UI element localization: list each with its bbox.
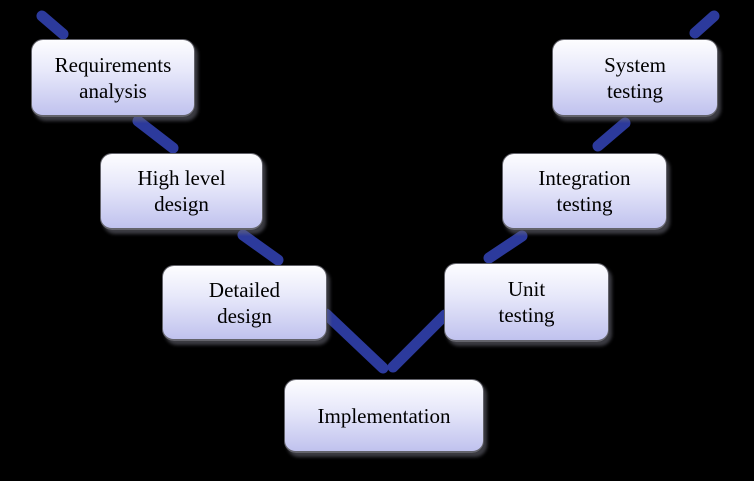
node-label-line: testing [498, 303, 555, 327]
node-label-line: analysis [79, 78, 147, 103]
node-label-line: Implementation [317, 403, 451, 428]
node-label-line: Requirements [54, 52, 172, 77]
node-label-line: testing [607, 78, 663, 103]
connector-implementation-to-unit [387, 309, 451, 373]
connector-out-of-system [689, 10, 720, 39]
connector-into-requirements [36, 10, 69, 40]
connector-unit-to-integration [483, 230, 528, 264]
connector-integration-to-system [592, 117, 631, 152]
connector-detailed-to-implementation [320, 308, 389, 374]
node-label-line: Detailed [208, 277, 281, 302]
node-label-line: Integration [538, 166, 631, 190]
connector-requirements-to-high-level [132, 115, 179, 154]
node-label-line: High level [137, 166, 226, 190]
node-label-line: testing [556, 192, 613, 216]
node-label-line: design [217, 303, 272, 328]
node-label-line: design [154, 192, 209, 216]
node-label-line: Unit [507, 277, 546, 301]
connector-high-level-to-detailed [237, 229, 284, 266]
node-implementation: Implementation [284, 379, 484, 453]
node-label-line: System [604, 52, 666, 77]
